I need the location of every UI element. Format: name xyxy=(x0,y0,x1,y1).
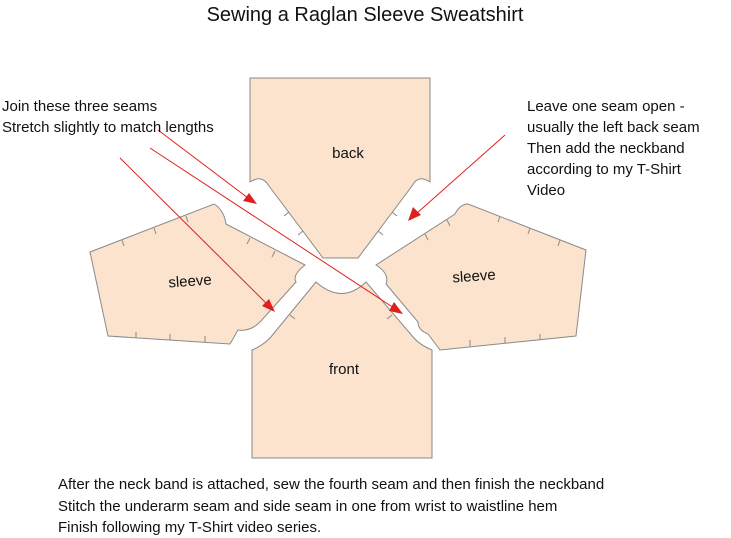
right-note-line: usually the left back seam xyxy=(527,119,700,136)
right-note-line: Then add the neckband xyxy=(527,140,685,157)
front-piece xyxy=(251,281,433,459)
front-label: front xyxy=(329,361,360,378)
right-note-line: Video xyxy=(527,182,565,199)
left-note-line: Join these three seams xyxy=(2,98,157,115)
arrow-front-right-seam xyxy=(149,147,403,314)
right-note-line: according to my T-Shirt xyxy=(527,161,682,178)
bottom-note-line: After the neck band is attached, sew the… xyxy=(58,476,604,493)
right-note: Leave one seam open - usually the left b… xyxy=(527,98,704,199)
right-sleeve-label: sleeve xyxy=(452,267,496,287)
right-sleeve-piece xyxy=(375,203,587,351)
front-notches xyxy=(289,314,393,320)
left-sleeve-notches xyxy=(121,215,276,342)
back-piece xyxy=(249,77,431,259)
back-label: back xyxy=(332,145,364,162)
left-sleeve-piece xyxy=(89,203,306,345)
bottom-note-line: Finish following my T-Shirt video series… xyxy=(58,519,321,536)
back-notches xyxy=(283,211,398,236)
left-sleeve-label: sleeve xyxy=(168,272,212,292)
left-note-line: Stretch slightly to match lengths xyxy=(2,119,214,136)
left-note: Join these three seams Stretch slightly … xyxy=(2,98,214,136)
right-note-line: Leave one seam open - xyxy=(527,98,685,115)
arrow-back-right-seam xyxy=(408,134,506,221)
right-sleeve-notches xyxy=(424,215,561,346)
diagram-title: Sewing a Raglan Sleeve Sweatshirt xyxy=(207,4,524,26)
bottom-note: After the neck band is attached, sew the… xyxy=(58,476,608,536)
arrow-back-left-seam xyxy=(157,129,257,204)
bottom-note-line: Stitch the underarm seam and side seam i… xyxy=(58,498,557,515)
arrow-front-left-seam xyxy=(119,157,275,312)
